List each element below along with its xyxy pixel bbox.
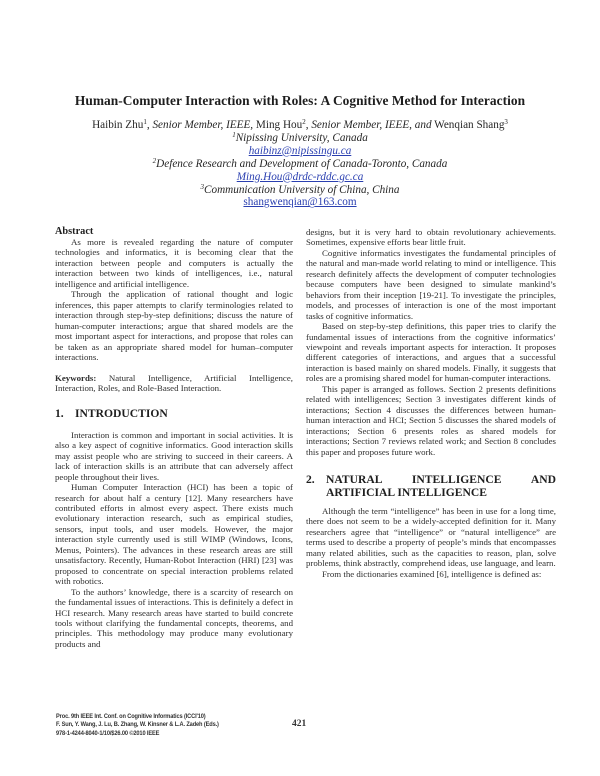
email-link[interactable]: haibinz@nipissingu.ca	[248, 144, 352, 157]
section-title-word: AND	[530, 472, 556, 486]
author-name: Ming Hou	[255, 119, 303, 131]
affiliation-name: Communication University of China, China	[204, 183, 400, 196]
author-name: Wenqian Shang	[434, 119, 505, 131]
email-link[interactable]: Ming.Hou@drdc-rddc.gc.ca	[236, 170, 364, 183]
section-heading-introduction: 1. INTRODUCTION	[55, 407, 293, 420]
section-title: INTRODUCTION	[75, 406, 168, 420]
email-link[interactable]: shangwenqian@163.com	[243, 196, 357, 209]
footer-line: Proc. 9th IEEE Int. Conf. on Cognitive I…	[56, 713, 206, 720]
page-number: 421	[292, 719, 307, 729]
author-line: Haibin Zhu1, Senior Member, IEEE, Ming H…	[0, 119, 600, 132]
section-title-word: INTELLIGENCE	[411, 472, 502, 486]
section-number: 1.	[55, 406, 64, 420]
body-paragraph: This paper is arranged as follows. Secti…	[306, 383, 556, 457]
affiliation-mark: 3	[200, 182, 205, 191]
affiliation-name: Defence Research and Development of Cana…	[156, 157, 448, 170]
keywords: Keywords: Natural Intelligence, Artifici…	[55, 373, 293, 394]
footer-line: F. Sun, Y. Wang, J. Lu, B. Zhang, W. Kin…	[56, 721, 219, 729]
affiliation-line: 2Defence Research and Development of Can…	[0, 156, 600, 171]
left-column: Abstract As more is revealed regarding t…	[55, 226, 293, 649]
abstract-paragraph: As more is revealed regarding the nature…	[55, 237, 293, 289]
body-paragraph: Human Computer Interaction (HCI) has bee…	[55, 482, 293, 587]
body-paragraph: Interaction is common and important in s…	[55, 429, 293, 482]
keywords-text: Natural Intelligence, Artificial Intelli…	[55, 372, 293, 394]
affiliation-line: 1Nipissing University, Canada	[0, 130, 600, 145]
affiliation-line: 3Communication University of China, Chin…	[0, 182, 600, 197]
body-paragraph: From the dictionaries examined [6], inte…	[322, 568, 542, 579]
keywords-label: Keywords:	[55, 372, 97, 383]
conference-footer: Proc. 9th IEEE Int. Conf. on Cognitive I…	[56, 713, 219, 738]
body-paragraph: To the authors’ knowledge, there is a sc…	[55, 586, 293, 649]
separator: ,	[146, 119, 153, 131]
body-paragraph: Although the term “intelligence” has bee…	[306, 505, 556, 569]
affiliation-name: Nipissing University, Canada	[235, 131, 368, 144]
affiliation-mark: 1	[143, 118, 147, 126]
section-title: ARTIFICIAL INTELLIGENCE	[326, 485, 487, 499]
body-paragraph: Based on step-by-step definitions, this …	[306, 321, 556, 384]
paper-title: Human-Computer Interaction with Roles: A…	[74, 93, 526, 108]
author-role: Senior Member, IEEE, and	[311, 119, 432, 131]
abstract-paragraph: Through the application of rational thou…	[55, 289, 293, 362]
section-number: 2.	[306, 472, 315, 486]
section-heading-natural-intelligence: 2. NATURAL INTELLIGENCE AND ARTIFICIAL IN…	[306, 473, 556, 499]
separator: ,	[305, 119, 312, 131]
footer-line: 978-1-4244-8040-1/10/$26.00 ©2010 IEEE	[56, 729, 160, 737]
author-role: Senior Member, IEEE,	[152, 119, 254, 131]
body-paragraph-continuation: designs, but it is very hard to obtain r…	[306, 227, 556, 248]
affiliation-mark: 3	[504, 118, 508, 126]
affiliation-mark: 2	[152, 156, 157, 165]
body-paragraph: Cognitive informatics investigates the f…	[306, 247, 556, 321]
author-name: Haibin Zhu	[92, 119, 144, 131]
section-title-word: NATURAL	[326, 472, 383, 486]
abstract-heading: Abstract	[55, 226, 94, 237]
affiliation-mark: 2	[302, 118, 306, 126]
author-block: Haibin Zhu1, Senior Member, IEEE, Ming H…	[0, 119, 600, 209]
right-column: designs, but it is very hard to obtain r…	[306, 227, 556, 579]
affiliation-mark: 1	[232, 130, 236, 139]
